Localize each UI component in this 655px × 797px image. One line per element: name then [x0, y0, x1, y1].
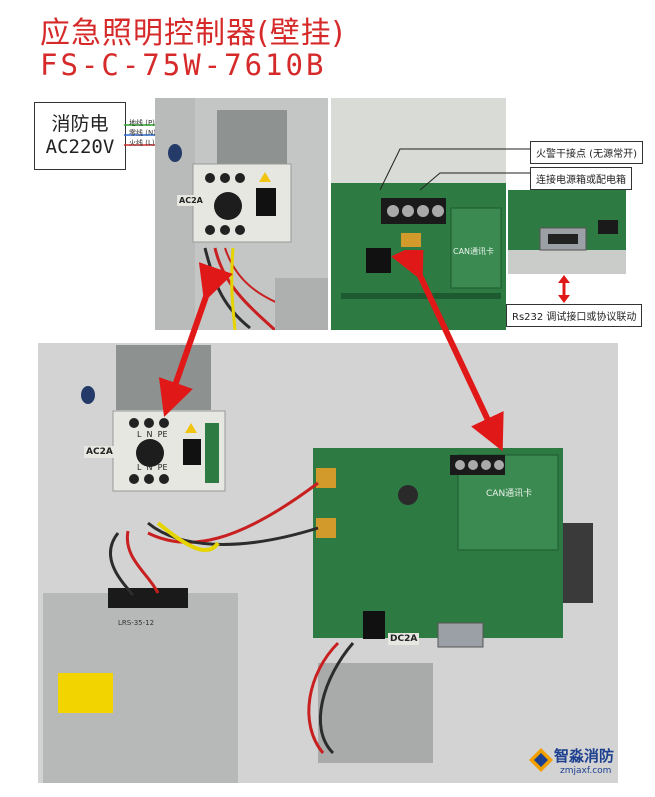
rs232-arrow [558, 275, 570, 303]
dc2a-label: DC2A [388, 633, 420, 645]
callout-leader-lines [380, 148, 531, 191]
brand-logo-icon [529, 748, 553, 772]
callout-rs232: Rs232 调试接口或协议联动 [506, 304, 643, 327]
wire-ground-label: 地线 (P) [129, 119, 155, 127]
fire-power-label: 消防电 [51, 113, 109, 135]
photo-power-module: AC2A [155, 98, 328, 330]
can-card-label-main: CAN通讯卡 [486, 489, 533, 499]
pins-label-top: L N PE [137, 430, 168, 439]
page-title: 应急照明控制器(壁挂) [40, 16, 345, 51]
callout-power-box: 连接电源箱或配电箱 [530, 167, 632, 190]
ac2a-label-top: AC2A [177, 195, 205, 206]
wire-live-label: 火线 (L) [129, 139, 155, 147]
wire-neutral-label: 零线 (N) [129, 129, 156, 137]
fire-power-box: 消防电 AC220V [34, 102, 126, 170]
fire-power-voltage: AC220V [45, 136, 115, 158]
brand-watermark: 智淼消防 zmjaxf.com [528, 745, 623, 783]
connection-arrows [158, 250, 504, 452]
psu-label: LRS-35-12 [118, 619, 155, 627]
callout-fire-alarm: 火警干接点 (无源常开) [530, 141, 643, 164]
model-number: FS-C-75W-7610B [40, 48, 327, 82]
brand-name: 智淼消防 [554, 747, 615, 765]
pins-label-bottom: L N PE [137, 463, 168, 472]
photo-rs232-inset [508, 190, 626, 274]
brand-url: zmjaxf.com [560, 766, 612, 776]
ac2a-label-main: AC2A [84, 446, 115, 458]
photo-main-cabinet: AC2A L N PE L N PE CAN通讯卡 DC2A LRS-35-12 [38, 343, 618, 783]
